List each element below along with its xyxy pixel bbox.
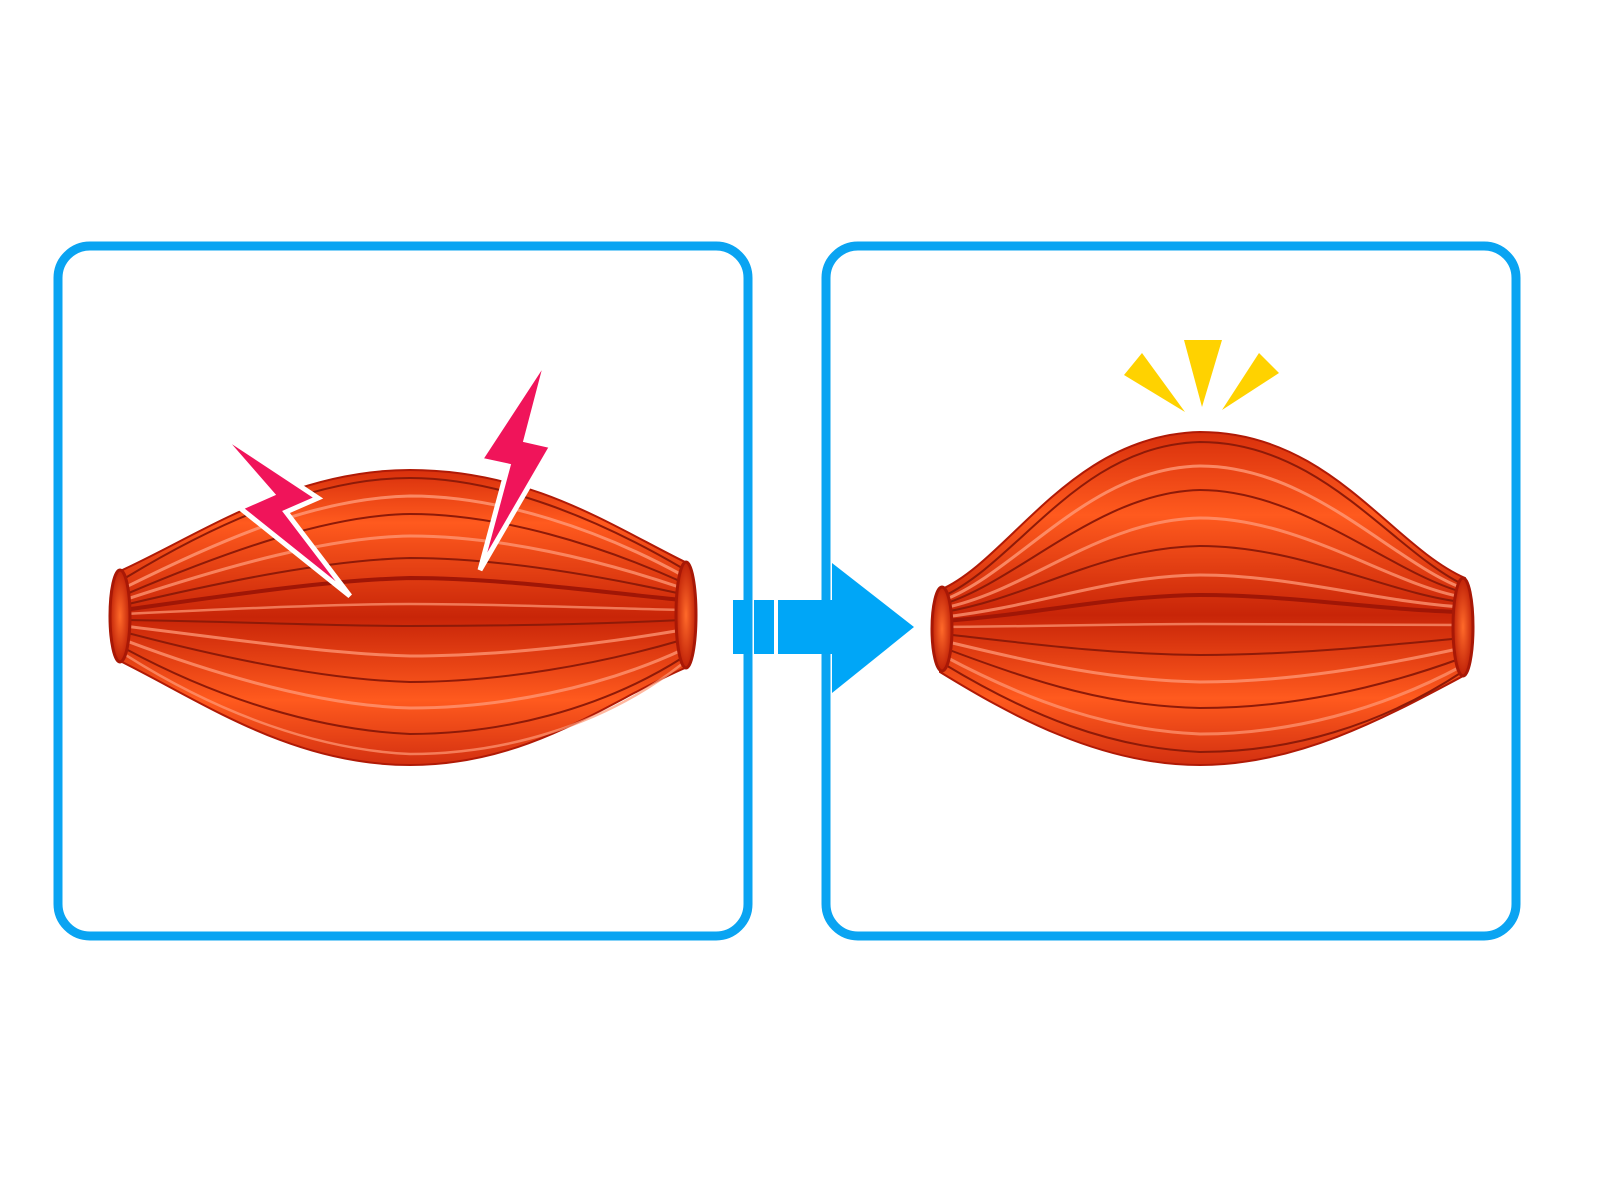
lightning-bolt-icon (475, 354, 556, 572)
muscle-right-cap (1451, 576, 1475, 678)
muscle-left-cap (108, 568, 132, 664)
burst-icon (1124, 340, 1279, 412)
contracted-muscle (930, 430, 1475, 767)
relaxed-muscle (108, 468, 698, 767)
muscle-fibers (942, 440, 1464, 754)
lightning-bolt-icon (216, 429, 352, 598)
muscle-left-cap (930, 585, 954, 673)
muscle-fibers (121, 476, 684, 756)
right-arrow-icon (733, 563, 914, 693)
muscle-right-cap (674, 560, 698, 670)
